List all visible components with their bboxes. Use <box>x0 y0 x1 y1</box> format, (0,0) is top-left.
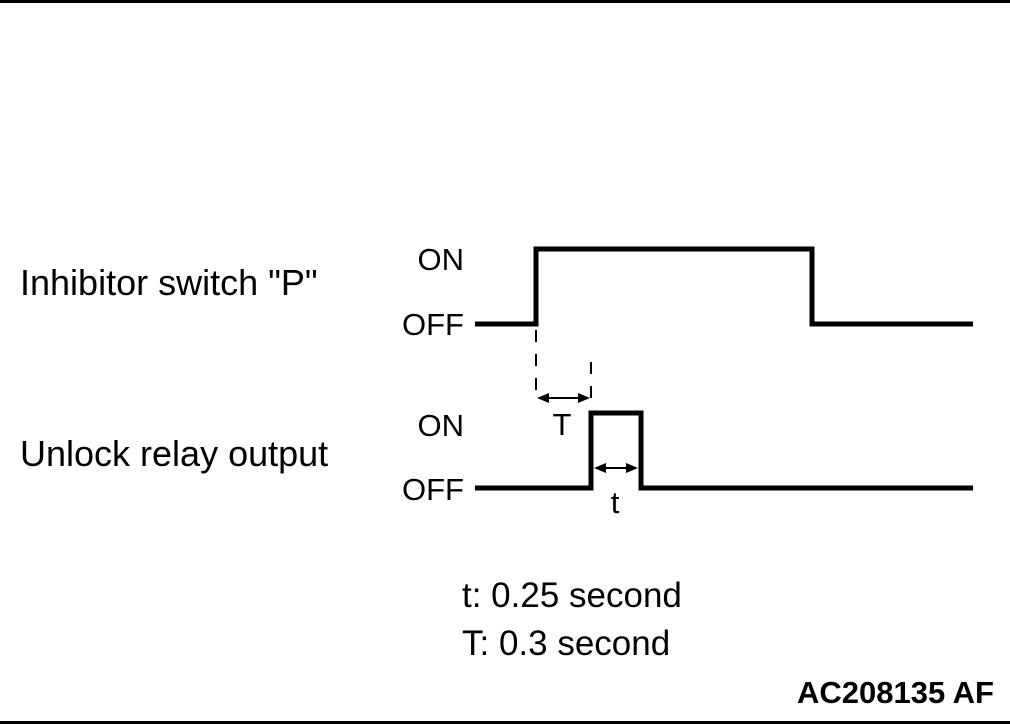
signal-label-inhibitor-switch: Inhibitor switch "P" <box>20 262 318 303</box>
t-dimension-arrow <box>594 463 638 473</box>
note-t-duration: t: 0.25 second <box>462 576 682 615</box>
T-dimension-arrow <box>537 393 590 403</box>
t-mark-label: t <box>611 485 620 520</box>
relay-off-label: OFF <box>402 472 464 507</box>
unlock-relay-waveform <box>475 410 973 491</box>
note-T-duration: T: 0.3 second <box>462 624 670 663</box>
figure-id: AC208135 AF <box>797 675 994 710</box>
T-mark-label: T <box>553 407 572 442</box>
inhibitor-off-label: OFF <box>402 307 464 342</box>
inhibitor-switch-waveform <box>475 246 973 327</box>
relay-on-label: ON <box>418 408 465 443</box>
inhibitor-on-label: ON <box>418 242 465 277</box>
signal-label-unlock-relay: Unlock relay output <box>20 433 328 474</box>
